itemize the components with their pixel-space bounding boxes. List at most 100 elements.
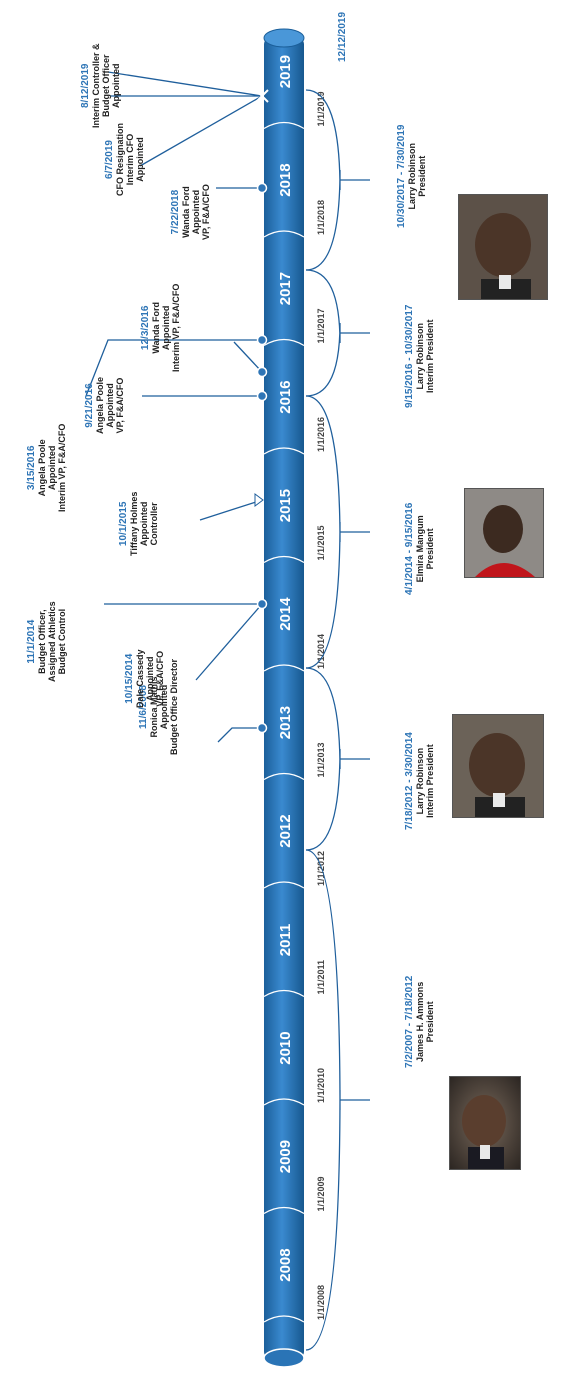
event-marker: [256, 182, 268, 194]
event-text: Budget Officer,: [37, 609, 47, 674]
year-separator: [263, 1206, 305, 1215]
event-callout-line: [199, 499, 263, 521]
president-label: 7/18/2012 - 3/30/2014 Larry Robinson Int…: [404, 732, 435, 830]
president-name: Larry Robinson: [407, 143, 417, 210]
event-callout-line: [233, 341, 263, 373]
event-text: Appointed: [47, 445, 57, 491]
president-label: 7/2/2007 - 7/18/2012 James H. Ammons Pre…: [404, 976, 435, 1068]
president-dates: 9/15/2016 - 10/30/2017: [404, 304, 415, 408]
event-text: Interim VP, F&A/CFO: [57, 423, 67, 512]
president-photo: [458, 194, 548, 300]
event-text: Tiffany Holmes: [129, 491, 139, 556]
year-label: 2014: [277, 597, 294, 631]
event-callout-line: [217, 727, 262, 743]
event-text: Budget Office Director: [169, 658, 179, 755]
president-dates: 7/2/2007 - 7/18/2012: [404, 975, 415, 1068]
year-label: 2012: [277, 814, 294, 847]
timeline-bar: [264, 34, 304, 1362]
event-label: 10/15/2014 Dale Cassedy Appointed VP, F&…: [124, 649, 165, 708]
year-label: 2018: [277, 163, 294, 196]
event-date: 11/1/2014: [26, 619, 37, 664]
president-role: President: [417, 155, 427, 197]
year-separator: [263, 121, 305, 130]
president-dates: 7/18/2012 - 3/30/2014: [404, 732, 415, 830]
event-label: 10/1/2015 Tiffany Holmes Appointed Contr…: [118, 492, 159, 556]
event-date: 7/22/2018: [170, 189, 181, 235]
event-text: Wanda Ford: [151, 301, 161, 354]
event-label: 3/15/2016 Angela Poole Appointed Interim…: [26, 424, 67, 512]
event-text: Appointed: [191, 189, 201, 235]
event-date: 3/15/2016: [26, 445, 37, 491]
event-marker: [256, 722, 268, 734]
president-dates: 4/1/2014 - 9/15/2016: [404, 502, 415, 595]
event-text: Dale Cassedy: [135, 649, 145, 708]
boundary-date: 1/1/2016: [316, 417, 326, 452]
year-separator: [263, 664, 305, 672]
year-separator: [263, 989, 305, 998]
year-separator: [263, 555, 305, 564]
year-label: 2010: [277, 1031, 294, 1064]
event-callout-line: [195, 603, 263, 681]
event-text: Budget Control: [57, 608, 67, 675]
boundary-date: 1/1/2011: [316, 960, 326, 995]
event-marker: [256, 390, 268, 402]
event-text: Appointed: [139, 501, 149, 547]
president-bracket: [305, 849, 370, 1351]
president-name: Larry Robinson: [415, 323, 425, 390]
event-text: VP, F&A/CFO: [155, 650, 165, 707]
president-name: James H. Ammons: [415, 981, 425, 1062]
year-separator: [263, 1098, 305, 1106]
event-label: 8/12/2019 Interim Controller & Budget Of…: [80, 43, 121, 128]
year-label: 2013: [277, 706, 294, 739]
year-label: 2008: [277, 1248, 294, 1281]
president-photo: [464, 488, 544, 578]
timeline-bar-end: [263, 1348, 305, 1368]
event-text: Appointed: [111, 63, 121, 109]
event-date: 12/3/2016: [140, 305, 151, 351]
president-name: Larry Robinson: [415, 747, 425, 815]
president-role: President: [425, 528, 435, 570]
event-date: 6/7/2019: [104, 140, 115, 179]
event-callout-line: [139, 95, 263, 167]
year-label: 2017: [277, 272, 294, 305]
president-label: 10/30/2017 - 7/30/2019 Larry Robinson Pr…: [396, 125, 427, 228]
president-role: President: [425, 1001, 435, 1043]
event-text: Interim VP, F&A/CFO: [171, 283, 181, 372]
event-label: 9/21/2016 Angela Poole Appointed VP, F&A…: [84, 377, 125, 434]
president-label: 9/15/2016 - 10/30/2017 Larry Robinson In…: [404, 305, 435, 408]
year-separator: [263, 338, 305, 347]
boundary-date: 1/1/2014: [316, 634, 326, 669]
year-separator: [263, 230, 305, 238]
timeline-bar-top: [263, 28, 305, 48]
event-marker: [256, 334, 268, 346]
event-date: 10/1/2015: [118, 501, 129, 547]
president-bracket: [305, 89, 370, 271]
event-text: Assigned Athletics: [47, 601, 57, 682]
year-separator: [263, 1315, 305, 1323]
event-callout-line: [107, 71, 263, 97]
boundary-date: 1/1/2017: [316, 308, 326, 343]
event-text: Appointed: [161, 305, 171, 351]
event-text: Angela Poole: [37, 439, 47, 497]
event-text: Appointed: [135, 137, 145, 182]
event-marker: [255, 89, 269, 103]
event-label: 11/1/2014 Budget Officer, Assigned Athle…: [26, 601, 67, 682]
event-text: VP, F&A/CFO: [115, 377, 125, 434]
president-name: Elmira Mangum: [415, 515, 425, 583]
boundary-date: 1/1/2019: [316, 91, 326, 126]
event-callout-line: [85, 339, 262, 397]
year-separator: [263, 447, 305, 455]
boundary-date: 1/1/2012: [316, 851, 326, 886]
event-text: Budget Officer: [101, 54, 111, 117]
event-text: VP, F&A/CFO: [201, 184, 211, 240]
president-dates: 10/30/2017 - 7/30/2019: [396, 124, 407, 228]
event-marker: [254, 493, 264, 507]
event-date: 9/21/2016: [84, 383, 95, 428]
event-date: 8/12/2019: [80, 63, 91, 109]
president-bracket: [305, 269, 370, 397]
year-label: 2015: [277, 489, 294, 522]
president-photo: [449, 1076, 521, 1170]
president-label: 4/1/2014 - 9/15/2016 Elmira Mangum Presi…: [404, 503, 435, 595]
